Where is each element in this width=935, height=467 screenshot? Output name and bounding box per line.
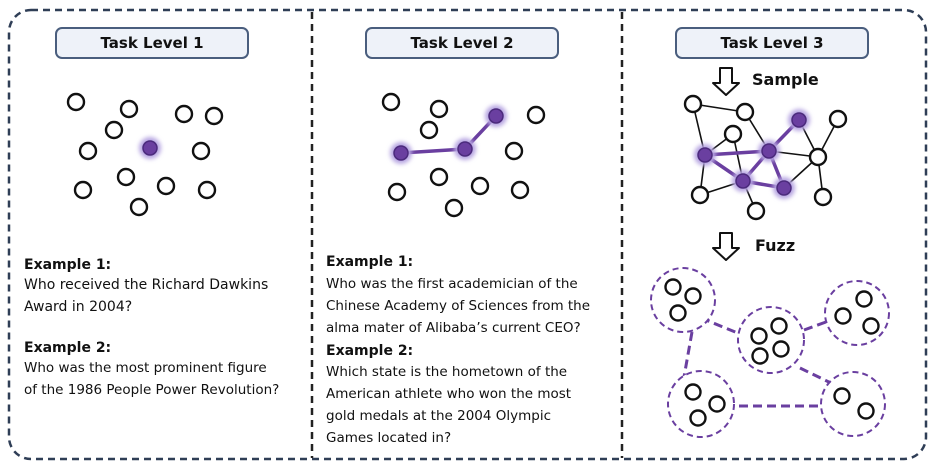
panel2-example2-text: Which state is the hometown of the Ameri… xyxy=(326,364,572,446)
panel2-title: Task Level 2 xyxy=(410,34,514,52)
node xyxy=(156,176,176,196)
panel3-title: Task Level 3 xyxy=(720,34,824,52)
node xyxy=(690,185,710,205)
level2-graph xyxy=(381,92,546,218)
node xyxy=(387,182,407,202)
node xyxy=(683,94,703,114)
fuzz-label: Fuzz xyxy=(755,236,796,255)
node xyxy=(429,167,449,187)
panel3-title-pill xyxy=(675,27,869,59)
node xyxy=(204,106,224,126)
node-highlighted xyxy=(393,145,409,161)
node xyxy=(828,109,848,129)
node xyxy=(129,197,149,217)
node xyxy=(813,187,833,207)
panel1-title-pill xyxy=(55,27,249,59)
panel2-example1-text: Who was the first academician of the Chi… xyxy=(326,276,591,336)
node xyxy=(174,104,194,124)
node xyxy=(746,201,766,221)
sample-label: Sample xyxy=(752,70,819,89)
cluster xyxy=(737,306,805,374)
cluster xyxy=(824,280,890,346)
node-highlighted xyxy=(457,141,473,157)
cluster xyxy=(667,370,735,438)
node xyxy=(504,141,524,161)
panel1-example2-label: Example 2: xyxy=(24,340,112,356)
cluster xyxy=(650,267,716,333)
node-highlighted xyxy=(735,173,751,189)
node xyxy=(419,120,439,140)
node xyxy=(78,141,98,161)
node xyxy=(191,141,211,161)
node xyxy=(429,99,449,119)
level3-fuzz-graph xyxy=(650,267,890,438)
node xyxy=(470,176,490,196)
panel1-example2-text: Who was the most prominent figure of the… xyxy=(24,360,280,398)
panel1-title: Task Level 1 xyxy=(100,34,204,52)
node xyxy=(381,92,401,112)
node xyxy=(116,167,136,187)
node xyxy=(526,105,546,125)
node xyxy=(104,120,124,140)
node xyxy=(735,102,755,122)
node-highlighted xyxy=(761,143,777,159)
node-highlighted xyxy=(776,180,792,196)
node xyxy=(444,198,464,218)
cluster xyxy=(820,371,886,437)
node-highlighted xyxy=(697,147,713,163)
node xyxy=(73,180,93,200)
panel2-example1-label: Example 1: xyxy=(326,254,414,270)
panel1-example1-label: Example 1: xyxy=(24,257,112,273)
panel2-title-pill xyxy=(365,27,559,59)
panel1-example1-text: Who received the Richard Dawkins Award i… xyxy=(24,277,269,315)
level3-sample-graph xyxy=(683,94,848,221)
sample-down-arrow-icon xyxy=(712,67,740,96)
level1-graph xyxy=(66,92,224,217)
panel2-example2-label: Example 2: xyxy=(326,343,414,359)
node-highlighted xyxy=(142,140,158,156)
node xyxy=(119,99,139,119)
node xyxy=(723,124,743,144)
node xyxy=(66,92,86,112)
fuzz-down-arrow-icon xyxy=(712,232,740,261)
node-highlighted xyxy=(488,108,504,124)
node-highlighted xyxy=(791,112,807,128)
outer-frame xyxy=(7,8,928,461)
node xyxy=(808,147,828,167)
node xyxy=(510,180,530,200)
node xyxy=(197,180,217,200)
